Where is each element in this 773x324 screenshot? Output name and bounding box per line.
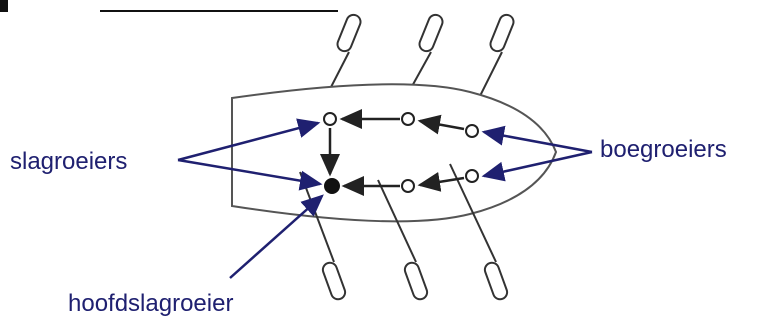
oar-blade: [483, 261, 509, 301]
rower-lead-stroke: [324, 178, 340, 194]
rower-middle-top: [401, 112, 415, 126]
oar-blade: [321, 261, 347, 301]
header-mark: [0, 0, 8, 12]
oar-blade: [418, 13, 444, 53]
rower-middle-bottom: [401, 179, 415, 193]
header-underline: [100, 10, 338, 12]
oar-shaft: [377, 179, 417, 263]
signal-arrows: [320, 109, 465, 196]
rower-positions: [323, 112, 479, 194]
rower-stroke-top: [323, 112, 337, 126]
oar-blade: [336, 13, 362, 53]
label-hoofdslagroeier: hoofdslagroeier: [68, 290, 234, 317]
oars-bottom: [299, 163, 509, 301]
oar-shaft: [449, 163, 497, 263]
rower-bow-bottom: [465, 169, 479, 183]
boat-hull: [231, 83, 558, 223]
oar-blade: [403, 261, 429, 301]
label-boegroeiers: boegroeiers: [600, 136, 727, 163]
oar-blade: [489, 13, 515, 53]
label-slagroeiers: slagroeiers: [10, 148, 128, 175]
rower-bow-top: [465, 124, 479, 138]
label-pointers: [177, 118, 593, 279]
